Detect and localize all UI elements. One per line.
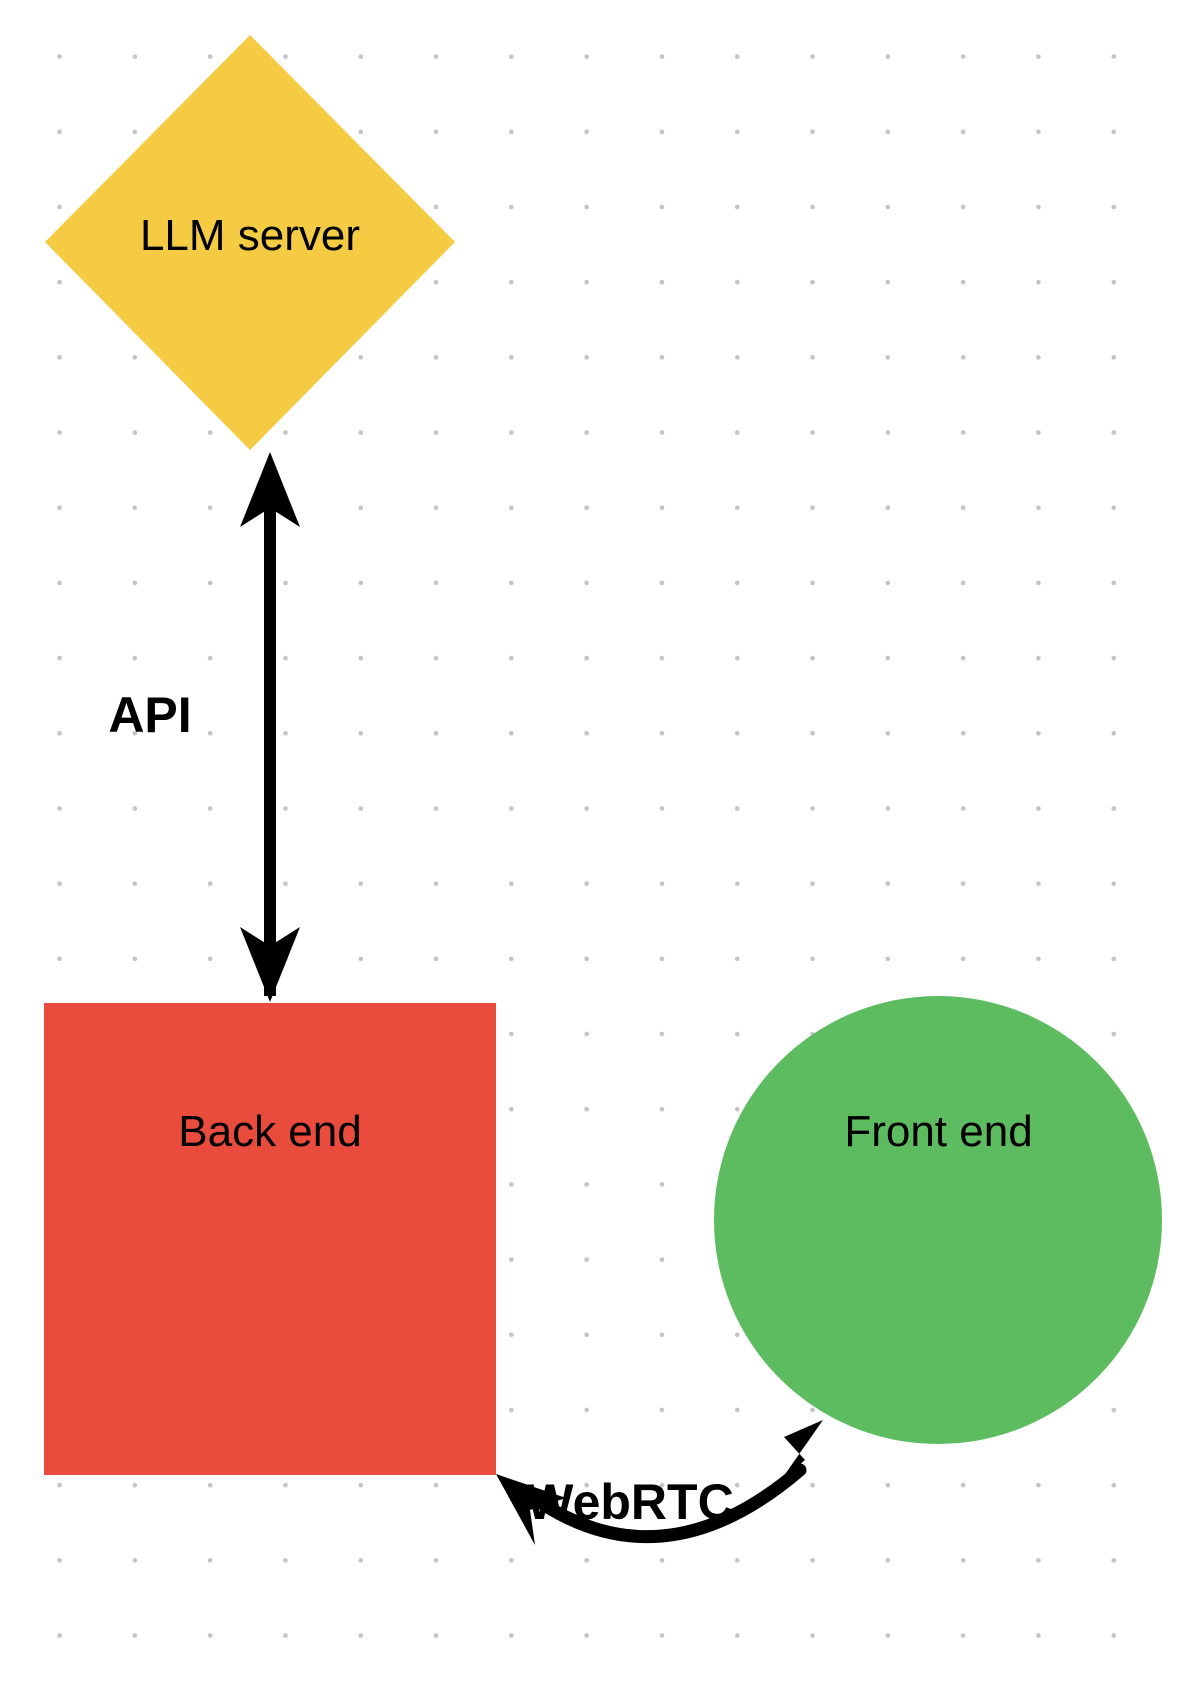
arrowhead-right-icon: [781, 1420, 823, 1480]
node-shape-llm-server[interactable]: [45, 35, 455, 450]
edge-webrtc-arrow[interactable]: [496, 1420, 823, 1545]
node-shape-front-end[interactable]: [714, 996, 1162, 1444]
arrowhead-left-icon: [496, 1474, 566, 1545]
node-shape-back-end[interactable]: [44, 1003, 496, 1475]
edge-api-arrow[interactable]: [240, 452, 300, 1002]
arrowhead-down-icon: [240, 927, 300, 1002]
arrowhead-up-icon: [240, 452, 300, 527]
